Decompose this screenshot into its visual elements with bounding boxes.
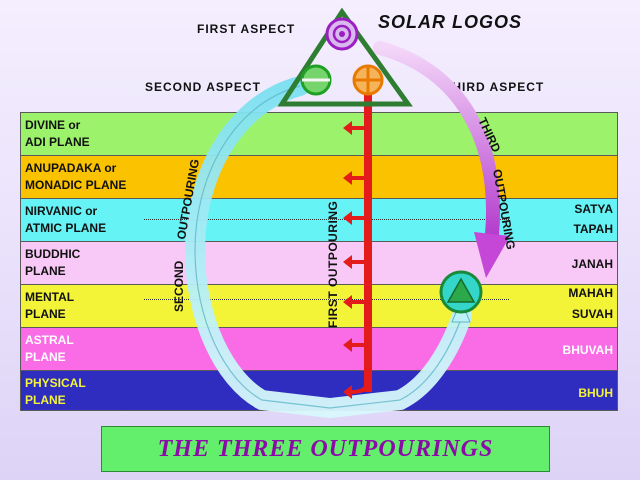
circle-triangle-symbol-icon — [439, 270, 483, 314]
solar-triangle — [277, 7, 413, 107]
solar-logos-label: SOLAR LOGOS — [378, 12, 523, 32]
circle-plus-symbol-icon — [352, 64, 384, 96]
right-label: MAHAH — [568, 286, 613, 300]
title-box: THE THREE OUTPOURINGS — [101, 426, 550, 472]
third-aspect-label: THIRD ASPECT — [444, 80, 545, 94]
right-label: TAPAH — [573, 222, 613, 236]
plane-label: MENTAL PLANE — [25, 290, 75, 321]
right-label: JANAH — [571, 257, 613, 271]
plane-band-astral: ASTRAL PLANE BHUVAH — [20, 327, 618, 370]
right-label: SUVAH — [571, 307, 613, 321]
right-label: BHUVAH — [562, 343, 613, 357]
first-aspect-label: FIRST ASPECT — [197, 22, 296, 36]
sub-plane-divider — [144, 299, 509, 300]
first-outpouring-label: FIRST OUTPOURING — [326, 201, 340, 328]
second-aspect-label: SECOND ASPECT — [145, 80, 261, 94]
circle-minus-symbol-icon — [300, 64, 332, 96]
diagram-title: THE THREE OUTPOURINGS — [157, 435, 494, 462]
plane-label: ASTRAL PLANE — [25, 333, 74, 364]
right-label: SATYA — [574, 202, 613, 216]
sub-plane-divider — [144, 219, 509, 220]
right-label: BHUH — [578, 386, 613, 400]
plane-band-atmic: NIRVANIC or ATMIC PLANE SATYA TAPAH — [20, 198, 618, 241]
plane-band-monadic: ANUPADAKA or MONADIC PLANE — [20, 155, 618, 198]
plane-label: BUDDHIC PLANE — [25, 247, 81, 278]
plane-label: DIVINE or ADI PLANE — [25, 118, 90, 149]
plane-label: ANUPADAKA or MONADIC PLANE — [25, 161, 127, 192]
plane-band-adi: DIVINE or ADI PLANE — [20, 112, 618, 155]
first-outpouring-arrow — [343, 90, 372, 399]
plane-label: NIRVANIC or ATMIC PLANE — [25, 204, 107, 235]
second-outpouring-label-bottom: SECOND — [172, 260, 186, 312]
circle-dot-symbol-icon — [325, 17, 359, 51]
plane-band-mental: MENTAL PLANE MAHAH SUVAH — [20, 284, 618, 327]
plane-band-buddhic: BUDDHIC PLANE JANAH — [20, 241, 618, 284]
third-outpouring-arrow — [373, 41, 510, 278]
plane-label: PHYSICAL PLANE — [25, 376, 86, 407]
